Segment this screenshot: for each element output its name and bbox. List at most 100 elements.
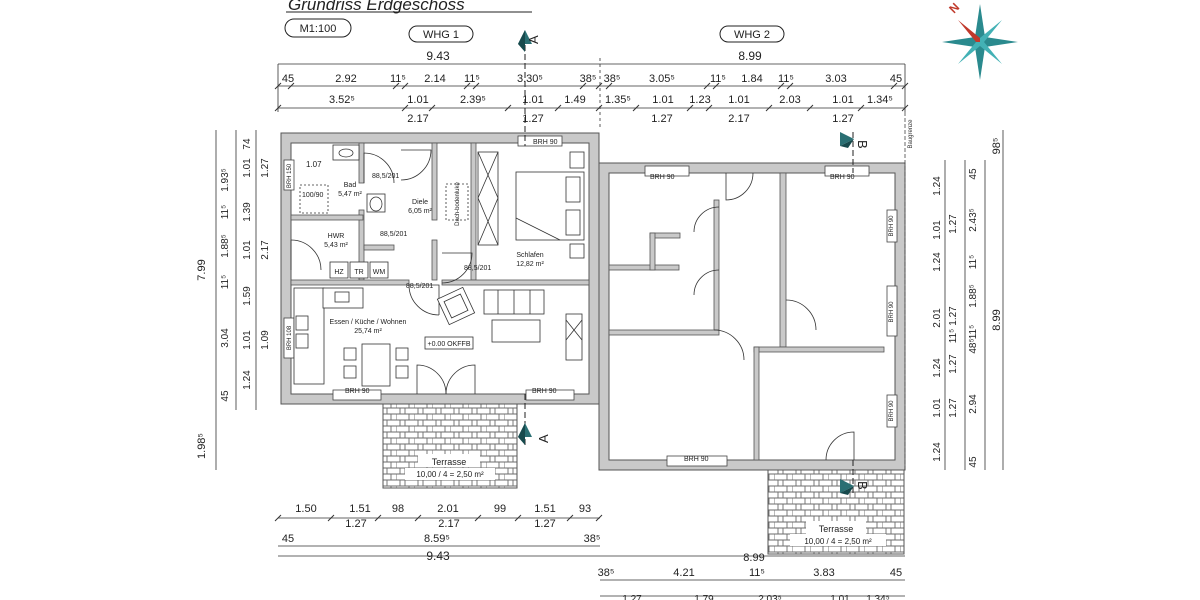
tr-unit (349, 261, 369, 279)
bot5-value: 2.03⁵ (758, 594, 782, 600)
rinner2-value: 11⁵ (948, 329, 959, 344)
bot4-value: 4.21 (673, 567, 694, 579)
top2-value: 45 (890, 73, 902, 85)
top2-value: 3.03 (825, 73, 846, 85)
dim-whg2-top: 8.99 (738, 49, 762, 63)
rinner-value: 1.24 (932, 358, 943, 378)
brh-whg2-bottom: BRH 90 (684, 456, 709, 463)
scale-label: M1:100 (300, 23, 337, 35)
svg-text:B: B (855, 481, 870, 490)
brh-whg2-right-3: BRH 90 (889, 400, 895, 422)
bot1s-value: 1.27 (534, 518, 555, 530)
bot2-value: 38⁵ (584, 533, 601, 545)
wm-unit (369, 261, 389, 279)
dim-left-total: 7.99 (196, 259, 208, 280)
bot5-value: 1.34⁵ (866, 594, 890, 600)
dim-whg1-top: 9.43 (426, 49, 450, 63)
room-wohnen-name: Essen / Küche / Wohnen (330, 319, 407, 326)
section-a-marker-top: A (518, 30, 541, 146)
bath-fixtures (299, 144, 386, 214)
whg2-interior-walls (608, 172, 885, 461)
rinner2-value: 1.27 (948, 398, 959, 418)
top3-value: 1.34⁵ (867, 94, 893, 106)
door-label-hwr: 88,5/201 (380, 231, 407, 238)
top2-value: 11⁵ (710, 73, 726, 85)
bot1-value: 1.51 (349, 503, 370, 515)
rmid-value: 2.94 (968, 394, 979, 414)
coffee-table (491, 319, 541, 343)
lmid-value: 11⁵ (220, 275, 231, 290)
living-furniture (293, 286, 583, 387)
dim-whg1-bottom: 9.43 (426, 549, 450, 563)
window-whg2-right-2 (886, 285, 898, 337)
section-b-marker-bottom: B (840, 460, 870, 495)
top3s-value: 1.27 (832, 113, 853, 125)
whg1-label: WHG 1 (423, 29, 459, 41)
top2-value: 2.14 (424, 73, 445, 85)
terrace-whg2-formula: 10,00 / 4 = 2,50 m² (804, 537, 872, 546)
hz-unit (329, 261, 349, 279)
dim-left-inner-2: 1.272.171.09 (260, 158, 271, 350)
door-label-wohnen: 88,5/201 (406, 283, 433, 290)
top3-value: 1.01 (652, 94, 673, 106)
dim-whg2-bottom: 8.99 (743, 552, 764, 564)
window-whg2-right-3 (886, 394, 898, 428)
bot1-value: 1.51 (534, 503, 555, 515)
rinner2-value: 1.27 (948, 354, 959, 374)
top2-value: 3.30⁵ (517, 73, 543, 85)
svg-text:N: N (946, 0, 962, 16)
dim-left-inner: 741.011.391.011.591.011.24 (242, 138, 253, 390)
bot4-value: 3.83 (813, 567, 834, 579)
lmid-value: 1.93⁵ (220, 168, 231, 192)
rmid-value: 1.88⁵ (968, 284, 979, 308)
rmid-value: 48⁵ (968, 338, 979, 353)
window-whg2-bottom (666, 455, 728, 467)
whg2-badge (719, 25, 785, 43)
brh-bad: BRH 150 (287, 163, 293, 188)
rmid-value: 2.43⁵ (968, 208, 979, 232)
window-bad (283, 159, 295, 191)
door-label-schlafen: 88,5/201 (464, 265, 491, 272)
hz-label: HZ (334, 269, 344, 276)
window-whg2-top-right (824, 165, 870, 177)
rmid-value: 45 (968, 168, 979, 180)
brh-whg2-top-left: BRH 90 (650, 174, 675, 181)
room-hwr-name: HWR (328, 233, 345, 240)
tr-label: TR (354, 269, 363, 276)
top2-value: 1.84 (741, 73, 762, 85)
rinner2-value: 1.27 (948, 214, 959, 234)
top3-value: 1.01 (832, 94, 853, 106)
brh-wohnen-right: BRH 90 (532, 388, 557, 395)
top2-value: 11⁵ (390, 73, 406, 85)
rmid-value: 11⁵ (968, 325, 979, 340)
top3s-value: 2.17 (728, 113, 749, 125)
bedroom-furniture (477, 151, 585, 259)
wardrobe (477, 151, 499, 246)
window-whg2-right-1 (886, 209, 898, 243)
bot1-value: 1.50 (295, 503, 316, 515)
window-wohnen-left (332, 389, 382, 401)
lmid-value: 45 (220, 390, 231, 402)
rinner-value: 1.24 (932, 176, 943, 196)
hwr-appliances (329, 261, 389, 279)
top3s-value: 2.17 (407, 113, 428, 125)
rinner-value: 2.01 (932, 308, 943, 328)
brh-schlafen: BRH 90 (533, 139, 558, 146)
dim-right-inner-2: 1.27 1.27 11⁵ 1.27 1.27 (948, 214, 959, 418)
rinner2-value: 1.27 (948, 306, 959, 326)
sink-icon (332, 144, 360, 161)
room-diele-area: 6,05 m² (408, 208, 432, 215)
rmid-value: 11⁵ (968, 255, 979, 270)
bot1-value: 93 (579, 503, 591, 515)
scale-badge (284, 18, 352, 38)
svg-text:A: A (536, 434, 551, 443)
top2-value: 38⁵ (580, 73, 597, 85)
whg2-outer-wall (598, 162, 906, 471)
bot2-value: 45 (282, 533, 294, 545)
door-swings (290, 149, 855, 461)
